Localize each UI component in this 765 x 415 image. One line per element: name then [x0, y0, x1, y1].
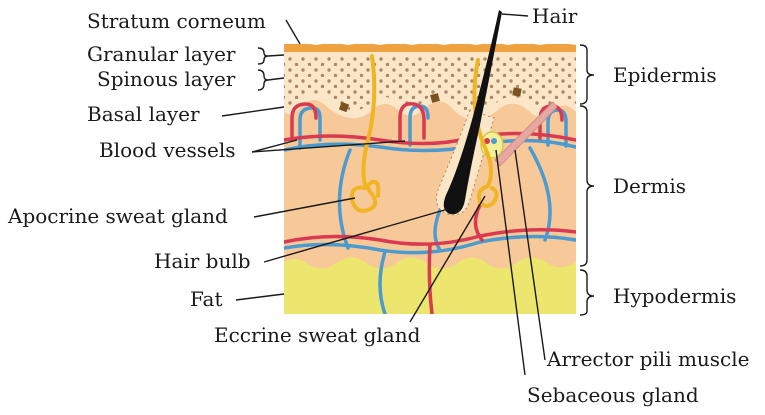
label-hypodermis: Hypodermis: [613, 284, 736, 308]
label-spinous-layer: Spinous layer: [97, 67, 236, 91]
label-apocrine-sweat-gland: Apocrine sweat gland: [7, 204, 228, 228]
label-epidermis: Epidermis: [613, 63, 717, 87]
label-blood-vessels: Blood vessels: [99, 138, 236, 162]
label-arrector-pili-muscle: Arrector pili muscle: [546, 347, 750, 371]
label-hair: Hair: [532, 4, 578, 28]
label-dermis: Dermis: [613, 174, 686, 198]
label-hair-bulb: Hair bulb: [154, 249, 251, 273]
label-granular-layer: Granular layer: [87, 42, 236, 66]
label-basal-layer: Basal layer: [87, 102, 200, 126]
label-fat: Fat: [190, 287, 222, 311]
label-sebaceous-gland: Sebaceous gland: [527, 383, 699, 407]
stratum-corneum-band: [284, 43, 576, 52]
label-eccrine-sweat-gland: Eccrine sweat gland: [214, 323, 421, 347]
label-stratum-corneum: Stratum corneum: [87, 9, 266, 33]
